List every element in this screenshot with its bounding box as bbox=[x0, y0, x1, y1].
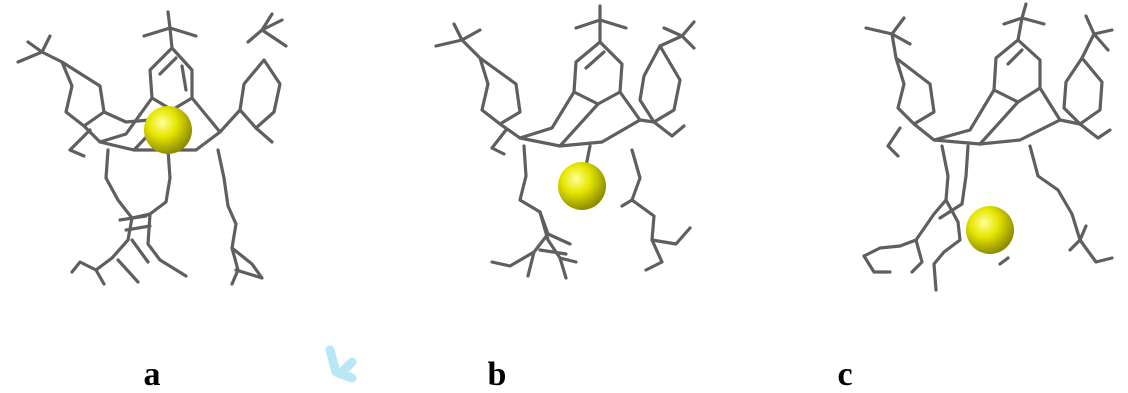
panel-label-a: a bbox=[143, 356, 161, 393]
panel-label-b: b bbox=[487, 356, 507, 393]
calixarene-structure-b bbox=[434, 4, 696, 280]
metal-ion-a bbox=[144, 106, 192, 154]
metal-ion-b bbox=[558, 162, 606, 210]
calixarene-structure-c bbox=[862, 2, 1114, 292]
calixarene-structure-a bbox=[16, 10, 288, 286]
panel-label-c: c bbox=[837, 356, 853, 393]
metal-ion-c bbox=[966, 206, 1014, 254]
molecule-panel-b bbox=[434, 4, 696, 280]
watermark-mark bbox=[325, 345, 357, 383]
molecule-panel-a bbox=[16, 10, 288, 286]
molecule-panel-c bbox=[862, 2, 1114, 292]
